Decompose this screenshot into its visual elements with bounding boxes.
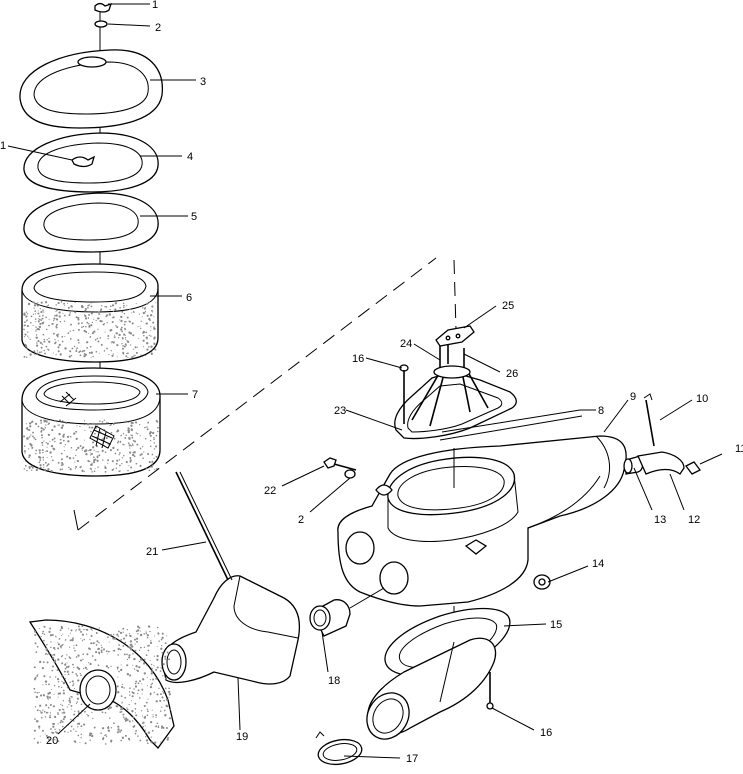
callout-2-side: 2 bbox=[298, 514, 304, 526]
filter-seal bbox=[23, 192, 159, 253]
callout-2-top: 2 bbox=[155, 22, 161, 34]
callout-26: 26 bbox=[506, 368, 518, 380]
lower-duct bbox=[366, 637, 497, 740]
boot bbox=[309, 599, 351, 637]
callout-16-bottom: 16 bbox=[540, 727, 552, 739]
washer-top bbox=[94, 20, 108, 28]
hose-clamp bbox=[315, 731, 363, 766]
filter-cover bbox=[19, 49, 164, 129]
callout-23: 23 bbox=[334, 405, 346, 417]
strap bbox=[175, 471, 233, 581]
callout-3: 3 bbox=[200, 76, 206, 88]
callout-6: 6 bbox=[186, 292, 192, 304]
washer-side bbox=[344, 469, 356, 479]
callout-1-top: 1 bbox=[152, 0, 158, 11]
filter-plate bbox=[23, 132, 159, 193]
callout-4: 4 bbox=[187, 151, 193, 163]
callout-9: 9 bbox=[630, 391, 636, 403]
callout-5: 5 bbox=[191, 211, 197, 223]
filter-element bbox=[21, 367, 161, 477]
wing-nut-top bbox=[94, 2, 113, 13]
callout-19: 19 bbox=[236, 731, 248, 743]
callout-17: 17 bbox=[406, 753, 418, 765]
callout-1-plate: 1 bbox=[0, 140, 6, 152]
plug bbox=[685, 461, 701, 475]
callout-21: 21 bbox=[146, 546, 158, 558]
air-box bbox=[337, 409, 627, 607]
callout-20: 20 bbox=[46, 735, 58, 747]
callout-14: 14 bbox=[592, 558, 604, 570]
callout-13: 13 bbox=[654, 514, 666, 526]
studs bbox=[439, 344, 465, 368]
screw-top bbox=[399, 364, 409, 424]
callout-10: 10 bbox=[696, 393, 708, 405]
callout-11: 11 bbox=[735, 443, 743, 455]
callout-24: 24 bbox=[400, 338, 412, 350]
foam-pad bbox=[28, 619, 175, 749]
pre-filter bbox=[21, 263, 159, 363]
callout-15: 15 bbox=[550, 619, 562, 631]
intake-duct bbox=[161, 575, 301, 685]
hose bbox=[637, 451, 685, 475]
callout-12: 12 bbox=[688, 514, 700, 526]
leader-lines bbox=[7, 3, 723, 759]
grommet bbox=[533, 574, 551, 590]
callout-8: 8 bbox=[598, 405, 604, 417]
callout-16-top: 16 bbox=[352, 353, 364, 365]
callout-7: 7 bbox=[192, 389, 198, 401]
clamp bbox=[643, 393, 655, 447]
callout-18: 18 bbox=[328, 675, 340, 687]
screw-bottom bbox=[486, 672, 494, 710]
callout-22: 22 bbox=[264, 485, 276, 497]
top-plate bbox=[435, 325, 475, 347]
filter-holder bbox=[394, 365, 517, 440]
bolt bbox=[323, 457, 357, 471]
callout-25: 25 bbox=[502, 300, 514, 312]
